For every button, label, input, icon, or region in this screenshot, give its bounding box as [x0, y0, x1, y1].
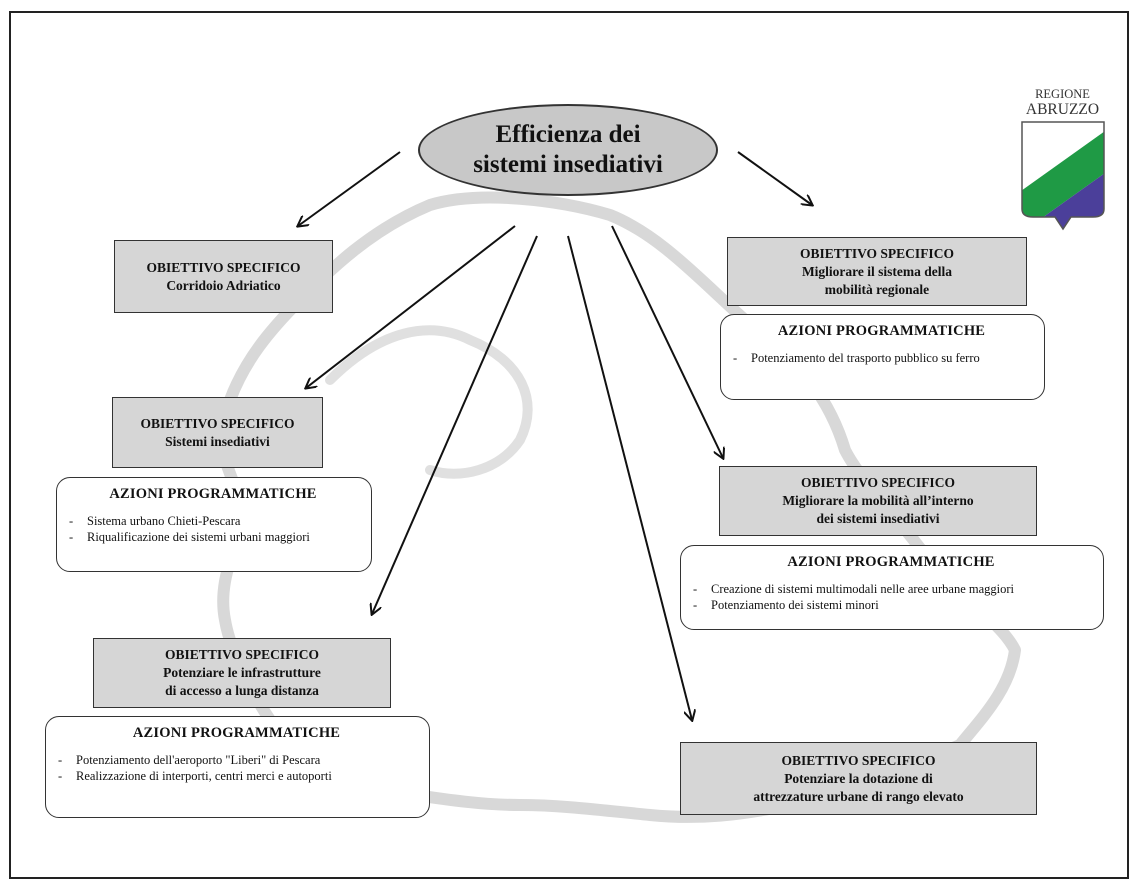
objective-text: Migliorare il sistema della mobilità reg…	[801, 263, 953, 297]
objective-heading: OBIETTIVO SPECIFICO	[781, 752, 936, 768]
logo-line-1: REGIONE	[1035, 87, 1090, 101]
list-item: Realizzazione di interporti, centri merc…	[56, 768, 417, 784]
shield-green-band	[1021, 131, 1104, 229]
list-item: Potenziamento del trasporto pubblico su …	[731, 350, 1032, 366]
actions-title: AZIONI PROGRAMMATICHE	[777, 323, 986, 339]
arrow-corridoio	[298, 151, 401, 226]
actions-infrastrutture: AZIONI PROGRAMMATICHE Potenziamento dell…	[45, 716, 430, 818]
actions-title: AZIONI PROGRAMMATICHE	[132, 725, 341, 741]
actions-list: Potenziamento dell'aeroporto "Liberi" di…	[56, 752, 417, 784]
objective-heading: OBIETTIVO SPECIFICO	[146, 259, 301, 275]
objective-corridoio-adriatico: OBIETTIVO SPECIFICO Corridoio Adriatico	[114, 240, 333, 313]
central-topic-title: Efficienza dei sistemi insediativi	[473, 121, 663, 178]
objective-infrastrutture: OBIETTIVO SPECIFICO Potenziare le infras…	[93, 638, 391, 708]
arrow-infrastrutture	[372, 235, 538, 614]
actions-mobilita-interno: AZIONI PROGRAMMATICHE Creazione di siste…	[680, 545, 1104, 630]
arrow-attrezzature	[567, 235, 692, 720]
objective-sistemi-insediativi: OBIETTIVO SPECIFICO Sistemi insediativi	[112, 397, 323, 468]
objective-heading: OBIETTIVO SPECIFICO	[800, 245, 954, 261]
actions-list: Creazione di sistemi multimodali nelle a…	[691, 581, 1091, 613]
logo-line-2: ABRUZZO	[1025, 101, 1100, 118]
objective-mobilita-interno: OBIETTIVO SPECIFICO Migliorare la mobili…	[719, 466, 1037, 536]
central-topic-ellipse: Efficienza dei sistemi insediativi	[418, 104, 718, 196]
objective-text: Potenziare le infrastrutture di accesso …	[163, 665, 321, 698]
list-item: Riqualificazione dei sistemi urbani magg…	[67, 529, 359, 545]
actions-list: Sistema urbano Chieti-Pescara Riqualific…	[67, 513, 359, 545]
region-map-inner	[325, 325, 533, 479]
objective-heading: OBIETTIVO SPECIFICO	[801, 475, 955, 490]
objective-text: Migliorare la mobilità all’interno dei s…	[782, 493, 974, 526]
arrow-mobilita-regionale	[737, 151, 812, 205]
actions-title: AZIONI PROGRAMMATICHE	[109, 486, 317, 502]
list-item: Potenziamento dei sistemi minori	[691, 597, 1091, 613]
abruzzo-shield-icon	[1020, 121, 1105, 231]
actions-list: Potenziamento del trasporto pubblico su …	[731, 350, 1032, 366]
regione-abruzzo-logo: REGIONE ABRUZZO	[1010, 87, 1115, 239]
objective-heading: OBIETTIVO SPECIFICO	[165, 647, 319, 662]
arrow-sistemi-insediativi	[306, 225, 516, 388]
objective-attrezzature: OBIETTIVO SPECIFICO Potenziare la dotazi…	[680, 742, 1037, 815]
objective-text: Potenziare la dotazione di attrezzature …	[753, 770, 964, 804]
actions-mobilita-regionale: AZIONI PROGRAMMATICHE Potenziamento del …	[720, 314, 1045, 400]
objective-text: Corridoio Adriatico	[166, 277, 281, 293]
list-item: Potenziamento dell'aeroporto "Liberi" di…	[56, 752, 417, 768]
arrow-mobilita-interno	[611, 225, 723, 458]
objective-heading: OBIETTIVO SPECIFICO	[140, 415, 295, 431]
list-item: Creazione di sistemi multimodali nelle a…	[691, 581, 1091, 597]
actions-title: AZIONI PROGRAMMATICHE	[787, 554, 995, 570]
objective-mobilita-regionale: OBIETTIVO SPECIFICO Migliorare il sistem…	[727, 237, 1027, 306]
objective-text: Sistemi insediativi	[165, 433, 270, 449]
list-item: Sistema urbano Chieti-Pescara	[67, 513, 359, 529]
actions-sistemi-insediativi: AZIONI PROGRAMMATICHE Sistema urbano Chi…	[56, 477, 372, 572]
